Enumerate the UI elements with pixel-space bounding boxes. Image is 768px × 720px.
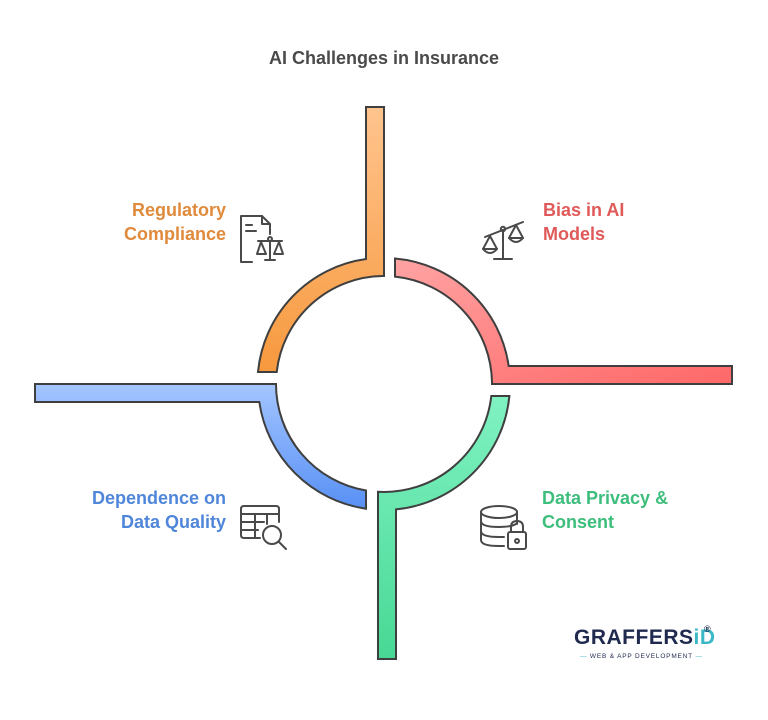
registered-mark: ® [704,624,711,634]
label-line: Data Privacy & [542,488,669,508]
regulatory-compliance-arc [256,106,385,373]
diagram-title: AI Challenges in Insurance [268,48,500,68]
document-scales-icon [240,215,284,263]
bias-in-ai-models-arc [394,257,733,385]
label-regulatory-compliance: Regulatory Compliance [86,198,226,246]
logo-tagline: WEB & APP DEVELOPMENT [589,653,693,660]
tagline-dash-left: — [580,653,588,660]
logo-brand-accent: iD [693,626,716,649]
balance-scale-icon [482,221,524,260]
label-line: Models [543,224,606,244]
label-line: Regulatory [131,200,226,220]
tagline-dash-right: — [695,653,703,660]
table-search-icon [240,505,287,550]
label-line: Compliance [123,224,226,244]
label-line: Dependence on [91,488,226,508]
label-line: Data Quality [120,512,226,532]
logo-brand-dark: GRAFFERS [574,626,694,649]
logo-tagline-row: — WEB & APP DEVELOPMENT — [580,653,703,660]
label-bias-in-ai-models: Bias in AI Models [543,198,703,246]
label-line: Consent [542,512,614,532]
graffersid-logo: GRAFFERSiD ® — WEB & APP DEVELOPMENT — [574,624,716,664]
dependence-on-data-quality-arc [34,383,367,510]
label-line: Bias in AI [543,200,625,220]
data-privacy-consent-arc [377,395,511,660]
label-dependence-on-data-quality: Dependence on Data Quality [56,486,226,534]
logo-wordmark: GRAFFERSiD [574,626,716,650]
label-data-privacy-consent: Data Privacy & Consent [542,486,712,534]
database-lock-icon [480,505,527,550]
